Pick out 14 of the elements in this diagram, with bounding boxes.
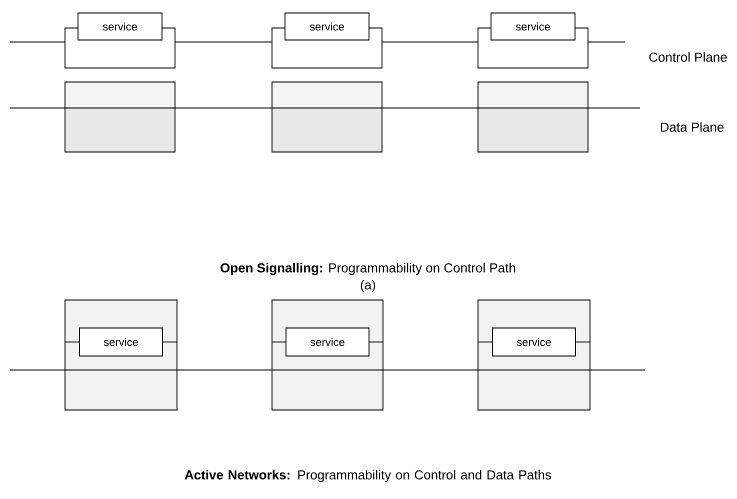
service-box: service xyxy=(286,328,370,356)
service-box: service xyxy=(79,328,163,356)
data-box xyxy=(478,82,588,152)
data-box xyxy=(272,82,382,152)
data-box xyxy=(64,82,176,152)
caption: Open Signalling: Programmability on Control Path xyxy=(220,262,516,276)
service-box: service xyxy=(284,12,370,40)
caption: Active Networks: Programmability on Control and Data Paths xyxy=(184,470,551,482)
caption: (a) xyxy=(360,280,376,292)
plane-label: Data Plane xyxy=(660,122,724,132)
service-box: service xyxy=(78,12,162,40)
plane-label: Control Plane xyxy=(649,52,727,62)
service-box: service xyxy=(492,328,576,356)
service-box: service xyxy=(490,12,576,40)
